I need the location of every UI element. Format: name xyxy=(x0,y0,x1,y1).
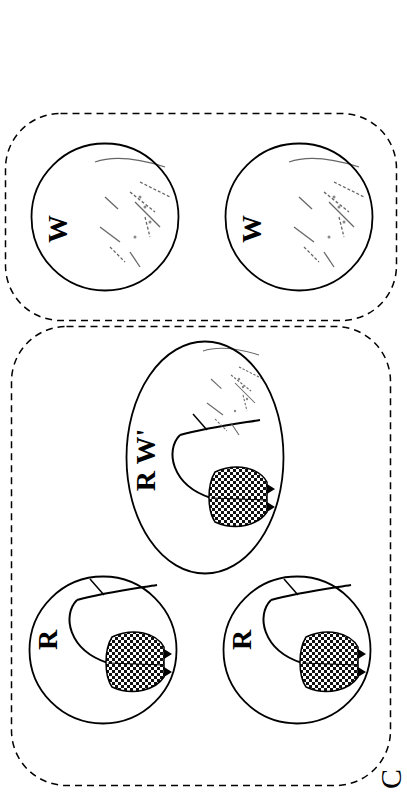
fritillary-flower xyxy=(263,579,366,692)
letter-label: R xyxy=(34,630,62,650)
letter-label: W xyxy=(238,215,266,243)
flower-box: R xyxy=(28,575,178,725)
white-flower-sketch xyxy=(203,348,263,435)
flower-box: R xyxy=(222,575,372,725)
fritillary-flower xyxy=(172,414,275,527)
white-flower-sketch xyxy=(289,158,364,267)
fritillary-flower xyxy=(69,579,172,692)
flower-box: R W' xyxy=(125,340,285,575)
panel-letter: C xyxy=(376,769,406,789)
group-region: R R R W' xyxy=(10,325,392,787)
flower-box: W xyxy=(224,142,374,292)
white-flower-sketch xyxy=(95,158,170,267)
letter-label: W xyxy=(44,215,72,243)
letter-label: R W' xyxy=(132,429,160,492)
group-outline xyxy=(10,325,392,787)
flower-box: W xyxy=(30,142,180,292)
letter-label: R xyxy=(228,630,256,650)
group-region: WW xyxy=(4,112,398,322)
